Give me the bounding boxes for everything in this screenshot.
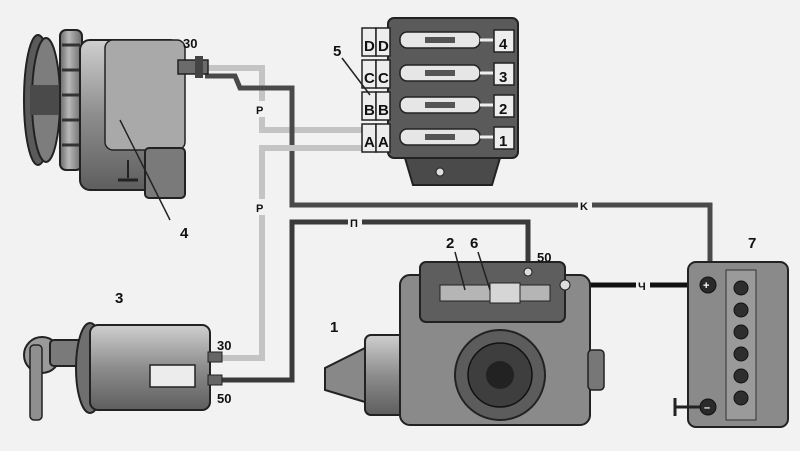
- wire-label-p-upper: P: [256, 105, 263, 117]
- fuse-block: [361, 17, 519, 186]
- fuse-letter-c2: C: [378, 70, 389, 87]
- switch-terminal-50-label: 50: [217, 391, 231, 406]
- wire-label-p-lower: P: [256, 203, 263, 215]
- generator: [23, 29, 209, 221]
- label-starter: 1: [330, 319, 338, 336]
- wire-p-fuse-to-switch: [218, 145, 370, 361]
- wire-pi-switch-to-starter: [218, 219, 531, 383]
- fuse-letter-d1: D: [364, 38, 375, 55]
- fuse-letter-d2: D: [378, 38, 389, 55]
- label-voltage-regulator: 4: [180, 225, 189, 242]
- starter: [324, 261, 605, 426]
- fuse-letter-a2: A: [378, 134, 389, 151]
- fuse-number-4: 4: [499, 36, 508, 53]
- generator-terminal-30-label: 30: [183, 36, 197, 51]
- fuse-number-2: 2: [499, 101, 507, 118]
- label-battery: 7: [748, 235, 756, 252]
- fuse-letter-b1: B: [364, 102, 375, 119]
- label-ignition-switch: 3: [115, 290, 123, 307]
- label-relay-contacts: 6: [470, 235, 478, 252]
- fuse-number-3: 3: [499, 69, 507, 86]
- ignition-switch: [23, 322, 223, 421]
- fuse-letter-c1: C: [364, 70, 375, 87]
- wire-p-generator-to-fuse: [205, 65, 370, 133]
- label-relay-winding: 2: [446, 235, 454, 252]
- fuse-letter-b2: B: [378, 102, 389, 119]
- label-fuse-block: 5: [333, 43, 341, 60]
- wire-label-k: K: [580, 201, 588, 213]
- wire-label-pi: П: [350, 218, 358, 230]
- fuse-number-1: 1: [499, 133, 507, 150]
- wire-k-generator-to-battery: [205, 73, 713, 280]
- fuse-letter-a1: A: [364, 134, 375, 151]
- battery-plus-terminal: +: [703, 280, 709, 292]
- switch-terminal-30-label: 30: [217, 338, 231, 353]
- starter-terminal-50-label: 50: [537, 250, 551, 265]
- wires: [205, 65, 713, 383]
- battery-minus-terminal: –: [704, 402, 710, 414]
- wire-label-ch: Ч: [638, 281, 646, 293]
- battery: [673, 261, 789, 428]
